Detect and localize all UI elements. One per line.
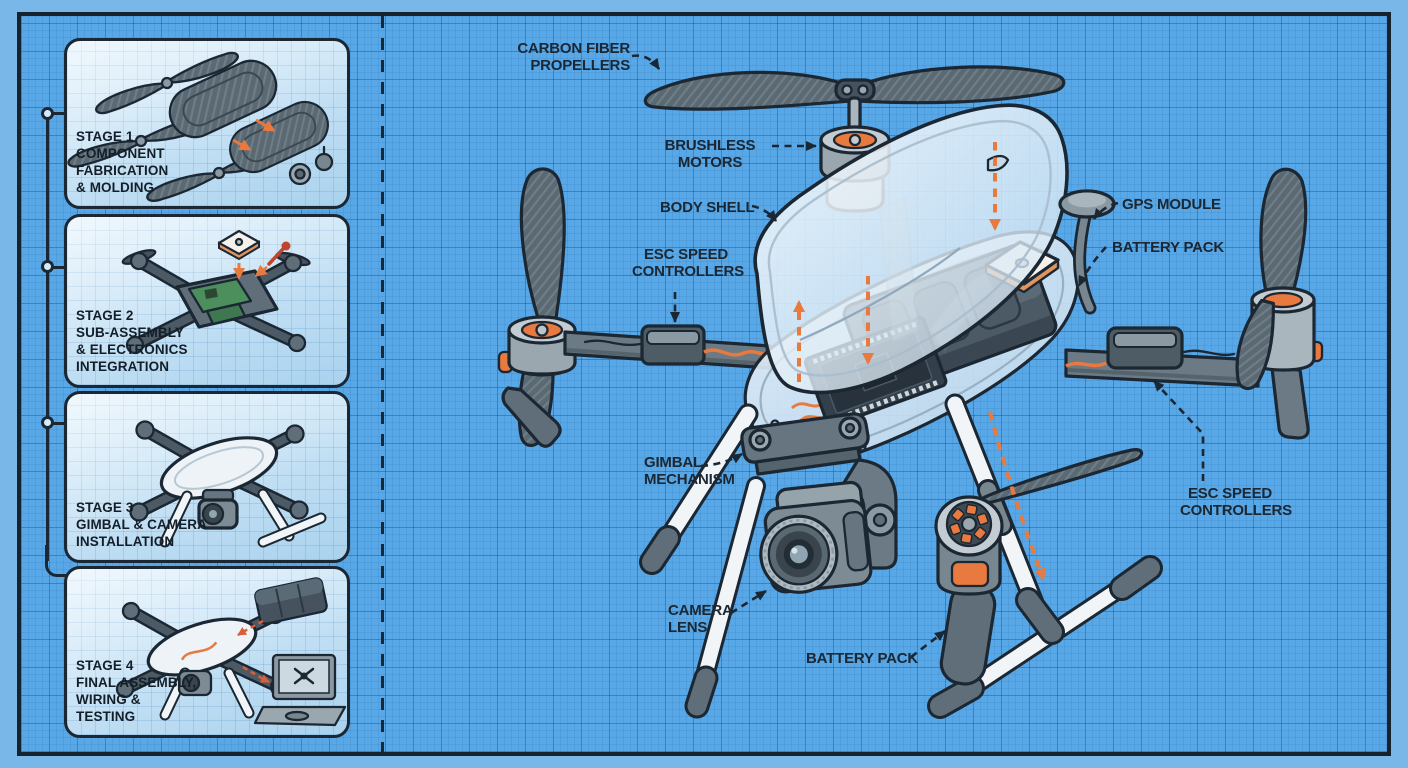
assembly-arrow-icon [242, 665, 270, 684]
callout-battery-pack-top: BATTERY PACK [1112, 239, 1225, 256]
callout-body-shell: BODY SHELL [660, 199, 755, 216]
folded-propeller-blade [980, 448, 1144, 505]
stage-connector-bend [45, 545, 66, 577]
assembly-arrow-icon [232, 118, 276, 151]
connector-node-2 [41, 260, 54, 273]
right-arm [1064, 326, 1260, 388]
stage-1-illustration [67, 51, 334, 202]
carbon-propeller [643, 65, 1066, 111]
test-laptop-icon [253, 653, 346, 727]
stage-label-1: STAGE 1 COMPONENT FABRICATION & MOLDING [76, 129, 169, 195]
callout-arrows [631, 54, 1205, 659]
stage-label-2: STAGE 2 SUB-ASSEMBLY & ELECTRONICS INTEG… [76, 308, 188, 374]
left-arm [563, 324, 772, 370]
stage-panel-3: STAGE 3 GIMBAL & CAMERA INSTALLATION [64, 391, 350, 563]
stage-connector-stub-3 [52, 422, 66, 425]
callout-arrow-battery-top [1077, 246, 1107, 287]
stage-label-4: STAGE 4 FINAL ASSEMBLY, WIRING & TESTING [76, 658, 197, 724]
rotor-icon [121, 249, 311, 355]
stage-connector-stub-1 [52, 112, 66, 115]
camera-part [759, 480, 873, 594]
callout-arrow-gimbal [700, 452, 743, 468]
battery-block-icon [254, 577, 328, 625]
stage-connector-rail [46, 113, 49, 561]
stage-2-illustration [121, 229, 311, 355]
connector-node-1 [41, 107, 54, 120]
callout-gimbal-mechanism: GIMBAL MECHANISM [644, 454, 735, 488]
assembly-arrow-icon [237, 619, 264, 637]
callout-carbon-fiber-propellers: CARBON FIBER PROPELLERS [517, 40, 630, 74]
stage-panel-1: STAGE 1 COMPONENT FABRICATION & MOLDING [64, 38, 350, 209]
left-motor-propellers [497, 167, 577, 448]
motor-part-icon [288, 145, 334, 186]
propeller-part-icon [95, 51, 239, 115]
callout-arrow-camera [730, 589, 767, 615]
callout-arrow-body-shell [751, 204, 778, 222]
screw-tool-icon [254, 241, 291, 277]
stage-connector-stub-2 [52, 266, 66, 269]
assembly-direction-arrows [793, 142, 1046, 581]
stage-4-illustration [115, 577, 346, 727]
battery-grip-bottom [934, 495, 1004, 686]
callout-esc-speed-controllers-left: ESC SPEED CONTROLLERS [632, 246, 744, 280]
callout-gps-module: GPS MODULE [1122, 196, 1221, 213]
gimbal-mechanism-part [740, 412, 898, 570]
gps-patch-icon [217, 229, 261, 261]
drone-frame-icon [121, 249, 311, 355]
callout-arrow-esc-right [1153, 380, 1205, 481]
shell-mold-icon [168, 59, 278, 139]
connector-node-3 [41, 416, 54, 429]
stage-panel-4: STAGE 4 FINAL ASSEMBLY, WIRING & TESTING [64, 566, 350, 738]
callout-brushless-motors: BRUSHLESS MOTORS [664, 137, 756, 171]
stage-3-illustration [129, 420, 327, 548]
gimbal-camera-icon [197, 488, 239, 530]
right-motor-propellers [1235, 167, 1324, 440]
stage-panel-2: STAGE 2 SUB-ASSEMBLY & ELECTRONICS INTEG… [64, 214, 350, 388]
callout-arrow-propellers [631, 54, 661, 70]
section-divider [381, 16, 384, 752]
stage-label-3: STAGE 3 GIMBAL & CAMERA INSTALLATION [76, 500, 207, 549]
callout-battery-pack-bottom: BATTERY PACK [806, 650, 919, 667]
landing-leg-icon [159, 488, 327, 548]
callout-camera-lens: CAMERA LENS [668, 602, 733, 636]
callout-arrow-gps [1092, 201, 1119, 220]
drone-with-shell-icon [129, 420, 309, 522]
callout-esc-speed-controllers-right: ESC SPEED CONTROLLERS [1180, 485, 1292, 519]
